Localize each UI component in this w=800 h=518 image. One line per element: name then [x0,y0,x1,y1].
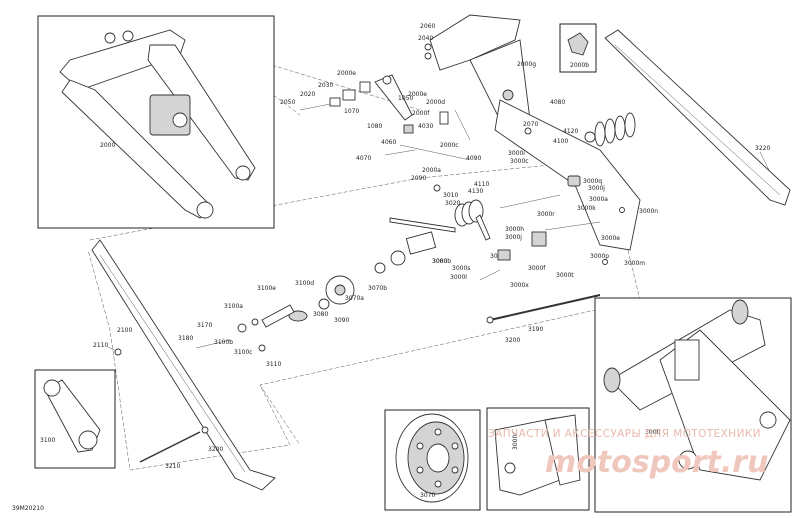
inset-rocker-arm: 3100 3200 3210 [34,369,223,470]
watermark-text: ЗАПЧАСТИ И АКСЕССУАРЫ ДЛЯ МОТОТЕХНИКИ [488,428,761,440]
callout-3000h: 3000h [505,226,524,233]
callout-2090: 2090 [411,175,426,182]
callout-2040: 2040 [418,35,433,42]
callout-4110: 4110 [474,181,489,188]
callout-1070: 1070 [344,108,359,115]
callout-3080: 3080 [313,311,328,318]
callout-4090: 4090 [466,155,481,162]
callout-3200a: 3200 [505,337,520,344]
callout-3090: 3090 [334,317,349,324]
callout-3210: 3210 [165,463,180,470]
callout-4080: 4080 [550,99,565,106]
torsion-spring [389,199,491,241]
callout-3100: 3100 [40,437,55,444]
spring-assembly: 4060 2000c 4090 3000i 3000c 4070 2000a 2… [356,112,636,241]
callout-2000: 2000 [100,142,115,149]
right-rail: 3220 [604,29,791,206]
callout-3070b: 3070b [368,285,387,292]
shock-spring [584,112,636,147]
callout-2030: 2030 [318,82,333,89]
callout-3000l: 3000l [450,274,467,281]
inset-bracket: 3000r [486,407,590,511]
right-middle-parts: 3000q 3000j 3000r 3000a 3000k 3000n 3000… [432,175,658,289]
callout-3000e: 3000e [601,235,620,242]
inset-idler-wheel: 3070 [384,409,481,511]
idler-wheel-small [325,275,355,305]
callout-3100e: 3100e [257,285,276,292]
callout-3000f: 3000f [528,265,546,272]
callout-1080: 1080 [367,123,382,130]
callout-2000b: 2000b [570,62,589,69]
callout-2050: 2050 [280,99,295,106]
callout-2000f: 2000f [412,110,430,117]
callout-3200b: 3200 [208,446,223,453]
drawing-reference: 39M20210 [12,505,44,512]
watermark-logo: motosport.ru [545,445,768,480]
callout-3070a: 3070a [345,295,364,302]
callout-3000s: 3000s [452,265,470,272]
callout-3000a: 3000a [589,196,608,203]
inset-axle-assembly: 3000 [594,297,792,513]
callout-2000d: 2000d [426,99,445,106]
callout-2000e-a: 2000e [337,70,356,77]
callout-3100a: 3100a [224,303,243,310]
callout-3070: 3070 [420,492,435,499]
callout-3000k: 3000k [577,205,596,212]
upper-link-parts: 2000e 2030 2020 2050 1050 1070 1080 2000… [280,70,578,145]
callout-3000t: 3000t [556,272,574,279]
callout-3190: 3190 [528,326,543,333]
callout-3000j: 3000j [588,185,605,192]
callout-2070: 2070 [523,121,538,128]
callout-1050: 1050 [398,95,413,102]
callout-3100b: 3100b [214,339,233,346]
callout-2000c: 2000c [440,142,459,149]
callout-4070: 4070 [356,155,371,162]
inset-frame-assembly: 2000 [37,15,275,229]
callout-4030: 4030 [418,123,433,130]
callout-3000i: 3000i [508,150,525,157]
left-rail: 2100 2110 [91,239,276,491]
callout-3220: 3220 [755,145,770,152]
callout-3000q: 3000q [583,178,602,185]
callout-3000m: 3000m [624,260,645,267]
callout-2000a: 2000a [422,167,441,174]
callout-3000: 3000 [645,429,660,436]
callout-3100c: 3100c [234,349,253,356]
callout-3000c: 3000c [510,158,529,165]
callout-4060: 4060 [381,139,396,146]
callout-2020: 2020 [300,91,315,98]
callout-3000p: 3000p [590,253,609,260]
callout-3060: 3060 [432,258,447,265]
callout-2060: 2060 [420,23,435,30]
callout-4130: 4130 [468,188,483,195]
callout-3000n: 3000n [639,208,658,215]
callout-3000b: 3000b [432,258,451,265]
callout-2100: 2100 [117,327,132,334]
callout-2000g: 2000g [517,61,536,68]
callout-3000j2: 3000j [505,234,522,241]
center-wheel-row: 3060 3070b 3070a 3100d 3100e 3100a 3080 … [178,231,601,368]
callout-3000r2: 3000r [512,432,519,450]
callout-3100d: 3100d [295,280,314,287]
upper-frame: 2060 2040 2000b 2000g [418,14,641,251]
callout-3020: 3020 [445,200,460,207]
callout-3000x: 3000x [510,282,529,289]
watermark: ЗАПЧАСТИ И АКСЕССУАРЫ ДЛЯ МОТОТЕХНИКИ mo… [488,428,768,480]
callout-2000e-b: 2000e [408,91,427,98]
callout-3180: 3180 [178,335,193,342]
callout-2110: 2110 [93,342,108,349]
callout-3110: 3110 [266,361,281,368]
callout-3170: 3170 [197,322,212,329]
callout-3000r: 3000r [537,211,555,218]
callout-4100: 4100 [553,138,568,145]
callout-3010: 3010 [443,192,458,199]
callout-4120: 4120 [563,128,578,135]
